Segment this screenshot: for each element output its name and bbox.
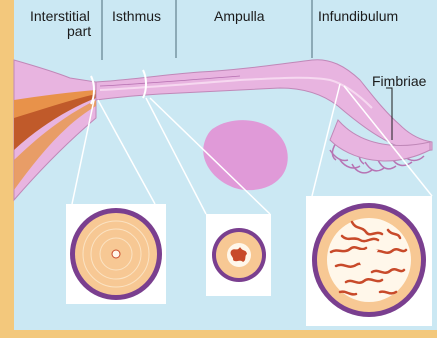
cross-section-interstitial — [70, 208, 162, 300]
cross-section-isthmus — [212, 228, 266, 282]
cross-section-ampulla — [312, 203, 426, 317]
label-infundibulum: Infundibulum — [318, 9, 398, 24]
label-fimbriae: Fimbriae — [372, 74, 426, 89]
label-interstitial-part-line1: Interstitial — [30, 9, 90, 24]
label-interstitial-part-line2: part — [67, 24, 91, 39]
label-ampulla: Ampulla — [214, 9, 265, 24]
ovum — [203, 120, 288, 190]
label-isthmus: Isthmus — [112, 9, 161, 24]
